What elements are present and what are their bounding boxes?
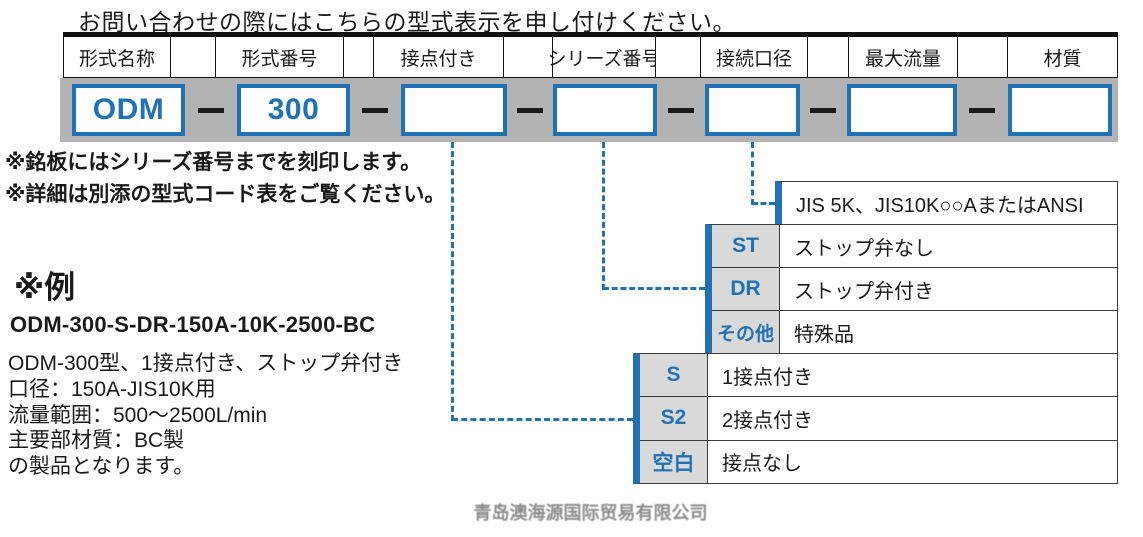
legend-contacts: S 1接点付き S2 2接点付き 空白 接点なし (633, 353, 1118, 484)
dash-separator-6 (969, 108, 995, 113)
header-cell-model-number: 形式番号 (215, 37, 343, 78)
code-box-model-number: 300 (237, 84, 350, 136)
dash-separator-5 (810, 108, 836, 113)
legend-key-s2: S2 (640, 397, 708, 440)
watermark-text: 青岛澳海源国际贸易有限公司 (473, 503, 708, 523)
legend-row-other: その他 特殊品 (712, 311, 1117, 353)
header-cell-material: 材質 (1007, 37, 1118, 78)
page-title: お問い合わせの際にはこちらの型式表示を申し付けください。 (78, 9, 736, 35)
header-cell-max-flow: 最大流量 (848, 37, 957, 78)
legend-jis-text: JIS 5K、JIS10K○○AまたはANSI (782, 182, 1117, 224)
legend-stop-valve: ST ストップ弁なし DR ストップ弁付き その他 特殊品 (705, 224, 1118, 354)
dash-separator-4 (668, 108, 694, 113)
connector-series-vertical (602, 142, 605, 290)
connector-size-horizontal (752, 202, 775, 205)
example-description: ODM-300型、1接点付き、ストップ弁付き 口径：150A-JIS10K用 流… (8, 352, 404, 479)
dash-separator-1 (198, 108, 224, 113)
header-gap-2 (343, 37, 373, 78)
legend-key-dr: DR (712, 268, 780, 310)
header-gap-6 (957, 37, 1007, 78)
header-cell-connection-size: 接続口径 (700, 37, 807, 78)
legend-value-dr: ストップ弁付き (780, 268, 1117, 310)
legend-connection-size: JIS 5K、JIS10K○○AまたはANSI (775, 181, 1118, 225)
dash-separator-2 (362, 108, 388, 113)
legend-value-s: 1接点付き (708, 354, 1117, 397)
title-underline (63, 32, 1118, 37)
legend-row-s: S 1接点付き (640, 354, 1117, 398)
header-cell-series-number: シリーズ番号 (547, 37, 661, 78)
legend-key-blank: 空白 (640, 440, 708, 483)
connector-size-vertical (751, 142, 754, 205)
legend-key-other: その他 (712, 311, 780, 353)
header-gap-1 (170, 37, 215, 78)
code-box-material (1008, 84, 1112, 136)
connector-contact-horizontal (452, 418, 633, 421)
connector-contact-vertical (451, 142, 454, 421)
dash-separator-3 (517, 108, 543, 113)
legend-row-blank: 空白 接点なし (640, 440, 1117, 483)
legend-value-st: ストップ弁なし (780, 225, 1117, 267)
note-nameplate: ※銘板にはシリーズ番号までを刻印します。 (5, 151, 422, 174)
header-cell-model-name: 形式名称 (63, 37, 170, 78)
code-box-series-number (553, 84, 657, 136)
example-model-code: ODM-300-S-DR-150A-10K-2500-BC (10, 312, 376, 337)
legend-row-dr: DR ストップ弁付き (712, 268, 1117, 311)
code-box-model-name: ODM (72, 84, 185, 136)
legend-value-other: 特殊品 (780, 311, 1117, 353)
legend-row-jis: JIS 5K、JIS10K○○AまたはANSI (782, 182, 1117, 224)
legend-row-st: ST ストップ弁なし (712, 225, 1117, 268)
example-heading: ※例 (14, 270, 76, 305)
header-cell-contact: 接点付き (373, 37, 503, 78)
header-gap-4 (655, 37, 700, 78)
code-box-connection-size (705, 84, 800, 136)
legend-row-s2: S2 2接点付き (640, 397, 1117, 441)
header-gap-3 (503, 37, 552, 78)
legend-value-blank: 接点なし (708, 440, 1117, 483)
legend-key-st: ST (712, 225, 780, 267)
code-box-contact (401, 84, 507, 136)
header-gap-5 (807, 37, 848, 78)
legend-key-s: S (640, 354, 708, 397)
connector-series-horizontal (603, 287, 705, 290)
code-box-max-flow (847, 84, 957, 136)
legend-value-s2: 2接点付き (708, 397, 1117, 440)
note-code-table: ※詳細は別添の型式コード表をご覧ください。 (5, 183, 446, 206)
